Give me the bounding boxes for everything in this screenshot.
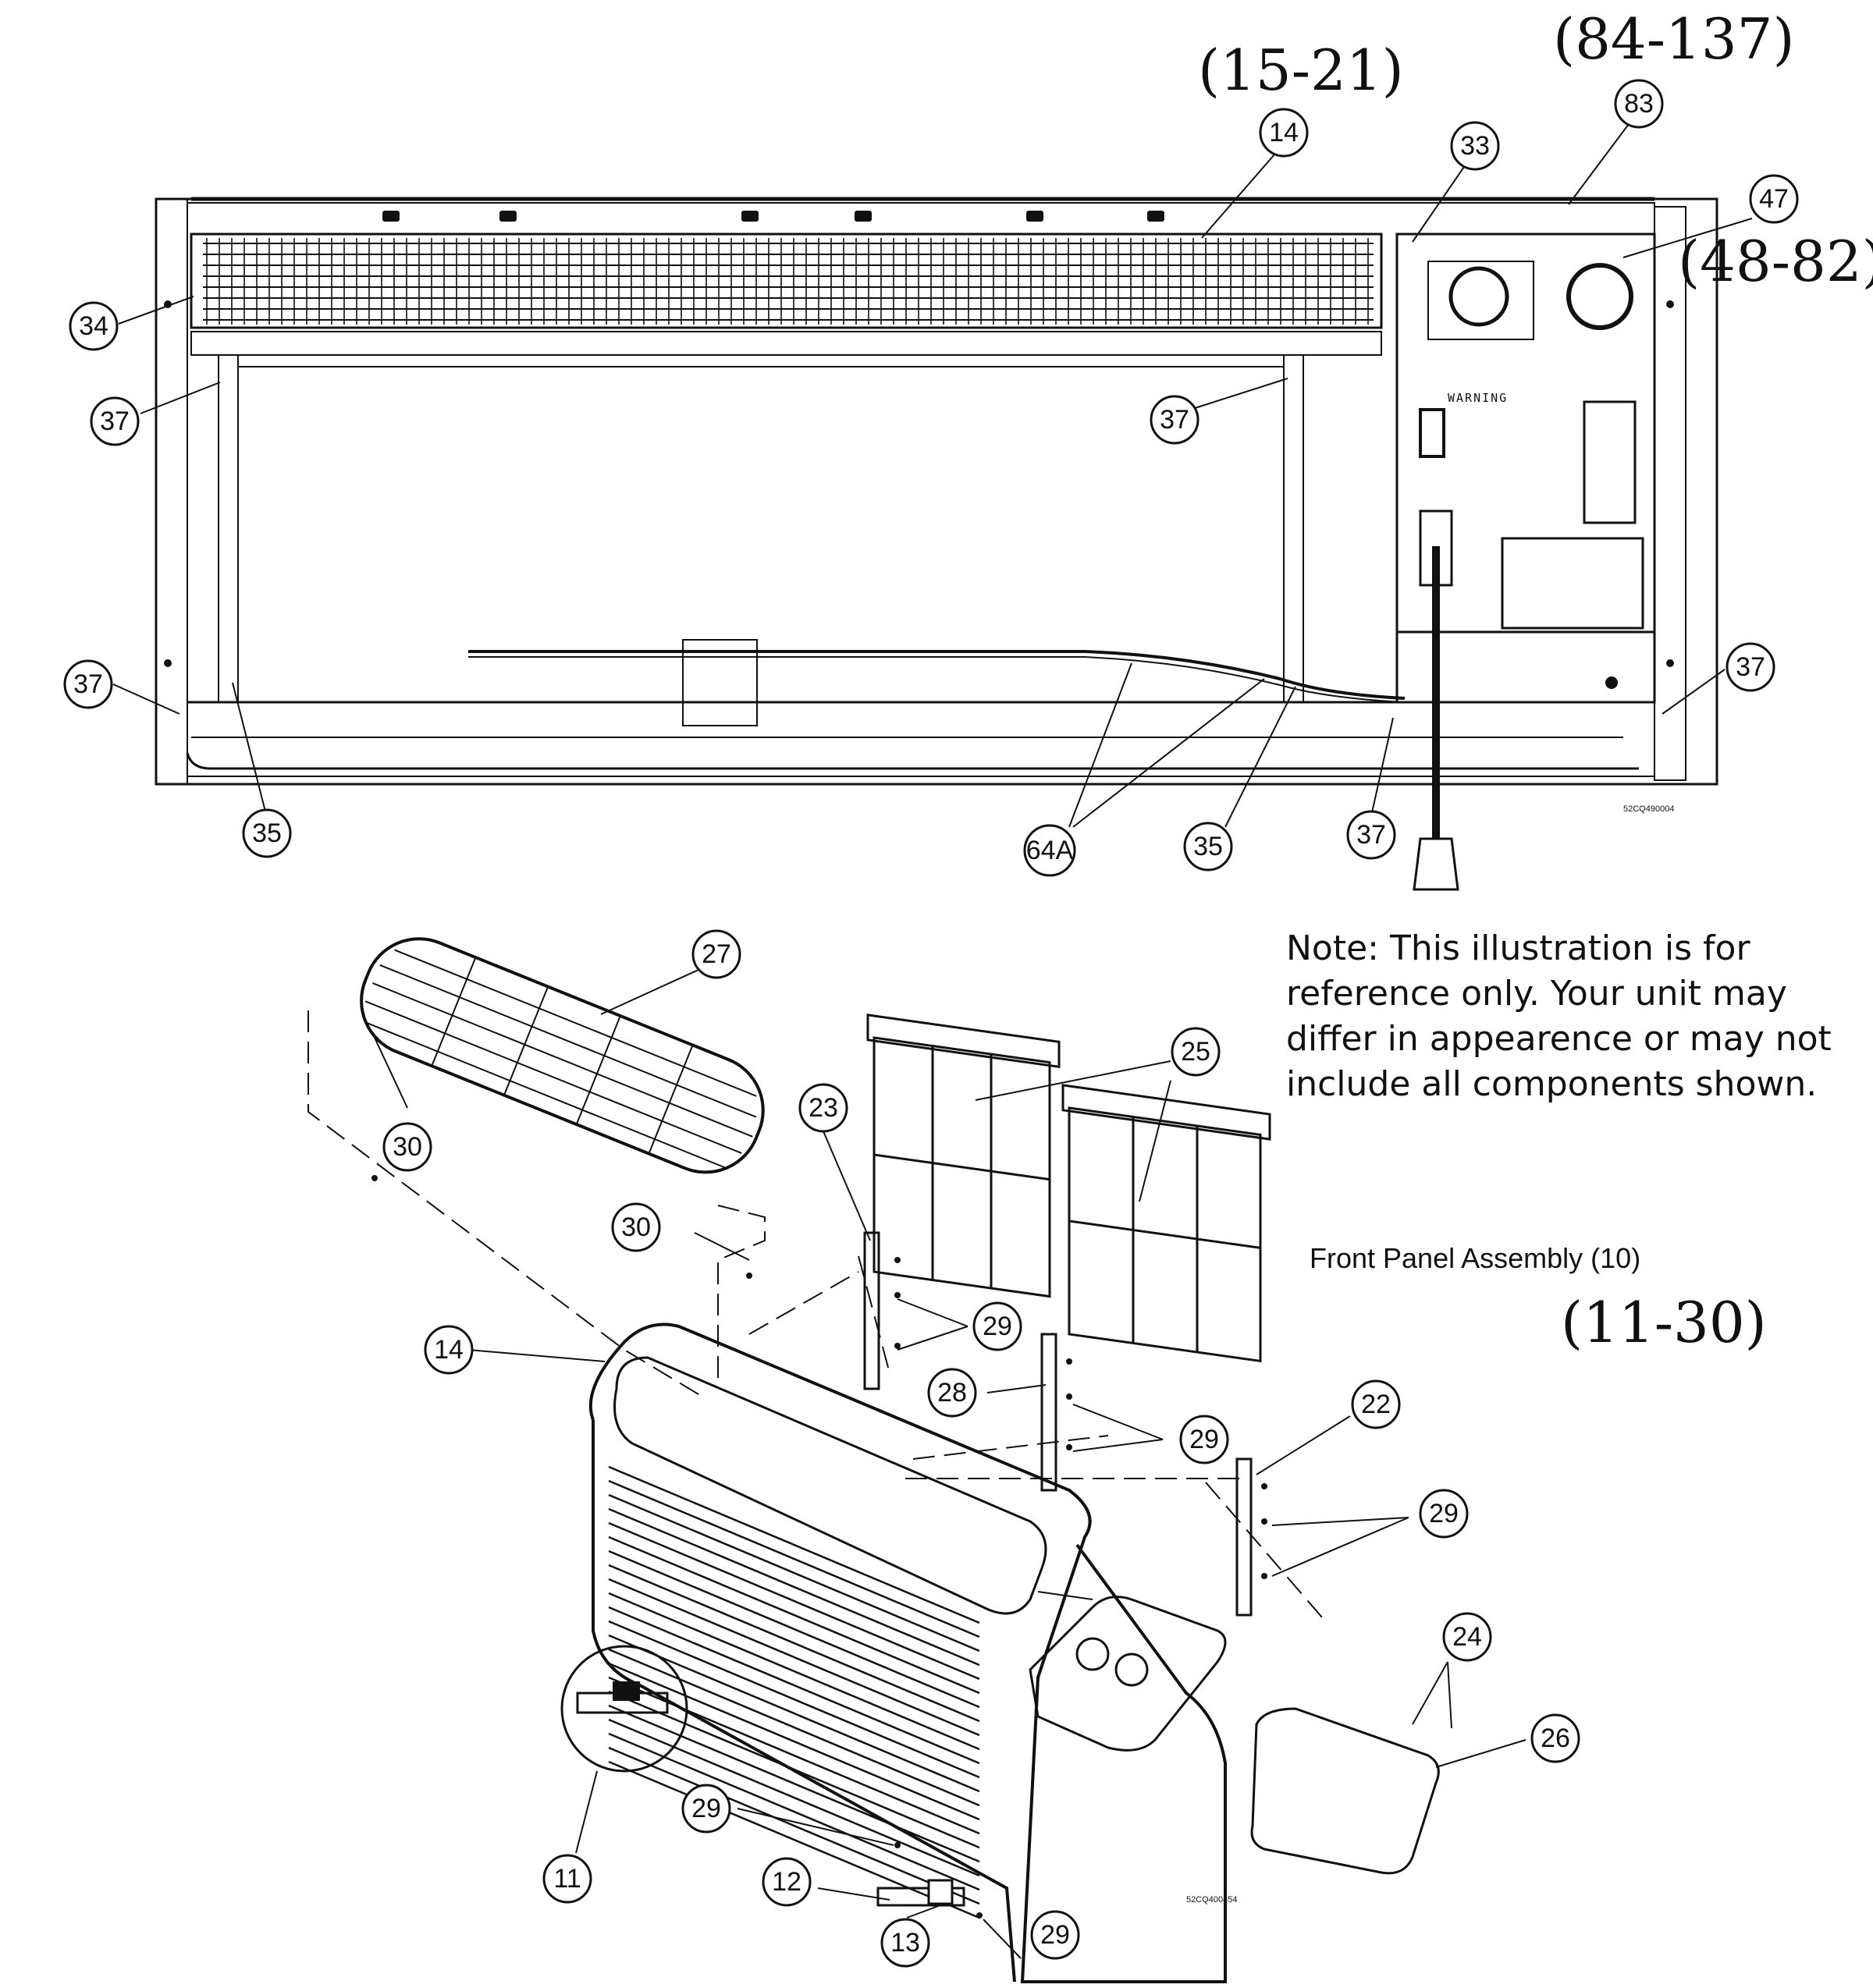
callout-47: 47 xyxy=(1749,174,1799,224)
svg-text:30: 30 xyxy=(621,1212,651,1242)
reference-note: Note: This illustration is for reference… xyxy=(1286,928,1832,1104)
svg-text:26: 26 xyxy=(1541,1724,1570,1753)
drawing-code-top: 52CQ490004 xyxy=(1623,804,1674,814)
top-leader-lines xyxy=(112,120,1753,828)
svg-text:11: 11 xyxy=(553,1864,581,1894)
note-line-4: include all components shown. xyxy=(1286,1064,1817,1104)
callout-12: 12 xyxy=(762,1857,812,1907)
callout-23: 23 xyxy=(798,1083,848,1133)
callout-29-e: 29 xyxy=(1030,1910,1080,1960)
callout-27: 27 xyxy=(691,929,741,979)
svg-text:37: 37 xyxy=(100,406,130,436)
svg-text:34: 34 xyxy=(79,311,108,341)
grille-mesh xyxy=(203,243,1374,321)
svg-text:47: 47 xyxy=(1759,184,1789,214)
callout-22: 22 xyxy=(1351,1379,1401,1429)
svg-text:37: 37 xyxy=(73,669,103,699)
front-panel-drawing: 52CQ400454 xyxy=(307,937,1440,1983)
svg-text:27: 27 xyxy=(702,939,731,969)
callout-37-a: 37 xyxy=(90,396,140,446)
callout-34: 34 xyxy=(69,301,119,351)
svg-text:30: 30 xyxy=(393,1132,422,1162)
handwritten-range-48-82: (48-82) xyxy=(1678,229,1873,294)
svg-text:23: 23 xyxy=(809,1093,838,1123)
svg-text:14: 14 xyxy=(1269,118,1299,147)
svg-text:28: 28 xyxy=(937,1378,967,1408)
svg-text:13: 13 xyxy=(890,1928,920,1958)
callout-13: 13 xyxy=(880,1918,930,1968)
handwritten-range-84-137: (84-137) xyxy=(1553,6,1795,72)
callout-29-c: 29 xyxy=(1419,1489,1469,1539)
callout-35-b: 35 xyxy=(1183,822,1233,872)
bottom-leader-lines xyxy=(374,969,1526,1959)
callout-83: 83 xyxy=(1614,79,1664,129)
svg-text:14: 14 xyxy=(434,1335,464,1365)
svg-text:22: 22 xyxy=(1361,1390,1391,1419)
svg-text:35: 35 xyxy=(1193,832,1223,861)
note-line-1: Note: This illustration is for xyxy=(1286,928,1750,968)
callout-30-b: 30 xyxy=(611,1202,661,1252)
handwritten-range-11-30: (11-30) xyxy=(1561,1290,1767,1355)
callout-24: 24 xyxy=(1442,1612,1492,1662)
callout-29-a: 29 xyxy=(972,1301,1022,1351)
svg-text:24: 24 xyxy=(1452,1622,1482,1652)
svg-text:25: 25 xyxy=(1181,1037,1210,1067)
svg-text:64A: 64A xyxy=(1026,836,1074,865)
callout-26: 26 xyxy=(1530,1713,1580,1763)
chassis-drawing: WARNING 52CQ490004 xyxy=(155,197,1718,891)
svg-text:29: 29 xyxy=(1189,1425,1219,1454)
callout-29-d: 29 xyxy=(681,1784,731,1834)
svg-text:29: 29 xyxy=(1040,1920,1070,1950)
callout-30-a: 30 xyxy=(382,1122,432,1172)
svg-text:83: 83 xyxy=(1624,89,1654,119)
callout-33: 33 xyxy=(1450,121,1500,171)
callout-35-a: 35 xyxy=(242,808,292,858)
callout-11: 11 xyxy=(542,1854,592,1904)
note-line-3: differ in appearence or may not xyxy=(1286,1019,1832,1059)
svg-text:29: 29 xyxy=(1429,1499,1459,1528)
svg-text:12: 12 xyxy=(772,1867,801,1897)
svg-text:37: 37 xyxy=(1356,820,1386,850)
callout-37-d: 37 xyxy=(1726,642,1775,692)
note-line-2: reference only. Your unit may xyxy=(1286,974,1787,1014)
callout-14-bottom: 14 xyxy=(424,1325,474,1375)
warning-label: WARNING xyxy=(1448,391,1508,405)
callout-14-top: 14 xyxy=(1259,108,1309,158)
svg-text:29: 29 xyxy=(691,1794,721,1823)
svg-text:29: 29 xyxy=(983,1312,1012,1341)
callout-25: 25 xyxy=(1171,1027,1221,1077)
callout-29-b: 29 xyxy=(1179,1415,1229,1464)
svg-text:33: 33 xyxy=(1460,131,1490,161)
callout-37-e: 37 xyxy=(1346,810,1396,860)
callout-37-b: 37 xyxy=(1150,395,1200,445)
drawing-code-bottom: 52CQ400454 xyxy=(1186,1895,1237,1905)
handwritten-range-15-21: (15-21) xyxy=(1198,37,1404,103)
callout-37-c: 37 xyxy=(63,659,113,709)
svg-text:37: 37 xyxy=(1736,652,1765,682)
callout-28: 28 xyxy=(927,1368,977,1418)
callout-64a: 64A xyxy=(1023,824,1076,877)
svg-text:37: 37 xyxy=(1160,405,1189,435)
svg-text:35: 35 xyxy=(252,818,282,848)
assembly-title: Front Panel Assembly (10) xyxy=(1310,1242,1640,1274)
